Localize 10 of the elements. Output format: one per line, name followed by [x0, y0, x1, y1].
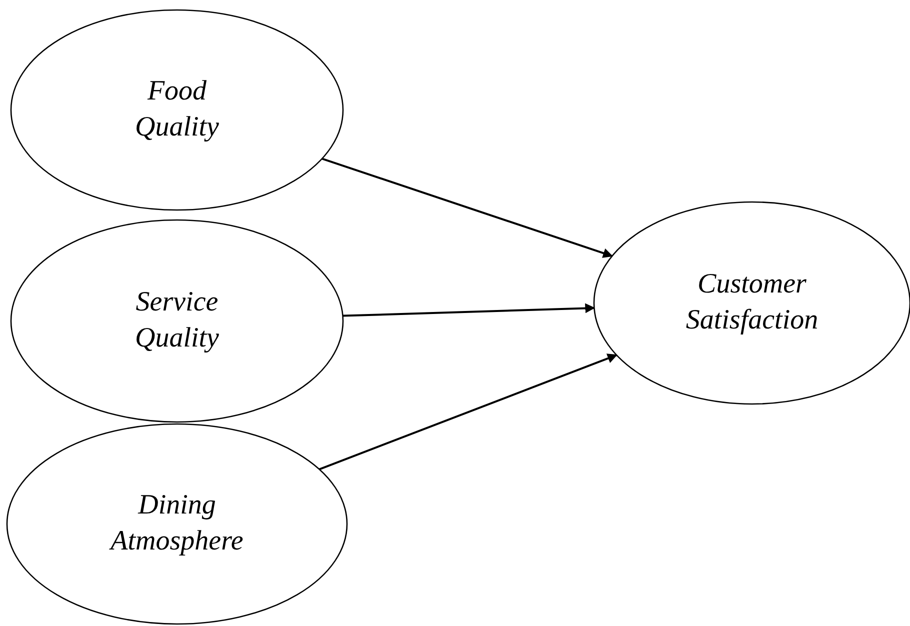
arrow: [322, 158, 614, 258]
node-label: Dining Atmosphere: [108, 488, 244, 559]
node-label: Service Quality: [134, 286, 220, 356]
ellipse-node: [10, 219, 344, 423]
node-label: Food Quality: [134, 74, 220, 145]
ellipse-node: [10, 9, 344, 211]
ellipse-node: [6, 423, 348, 625]
node-label: Customer Satisfaction: [684, 268, 820, 338]
arrow: [318, 354, 618, 470]
arrow: [342, 303, 596, 317]
